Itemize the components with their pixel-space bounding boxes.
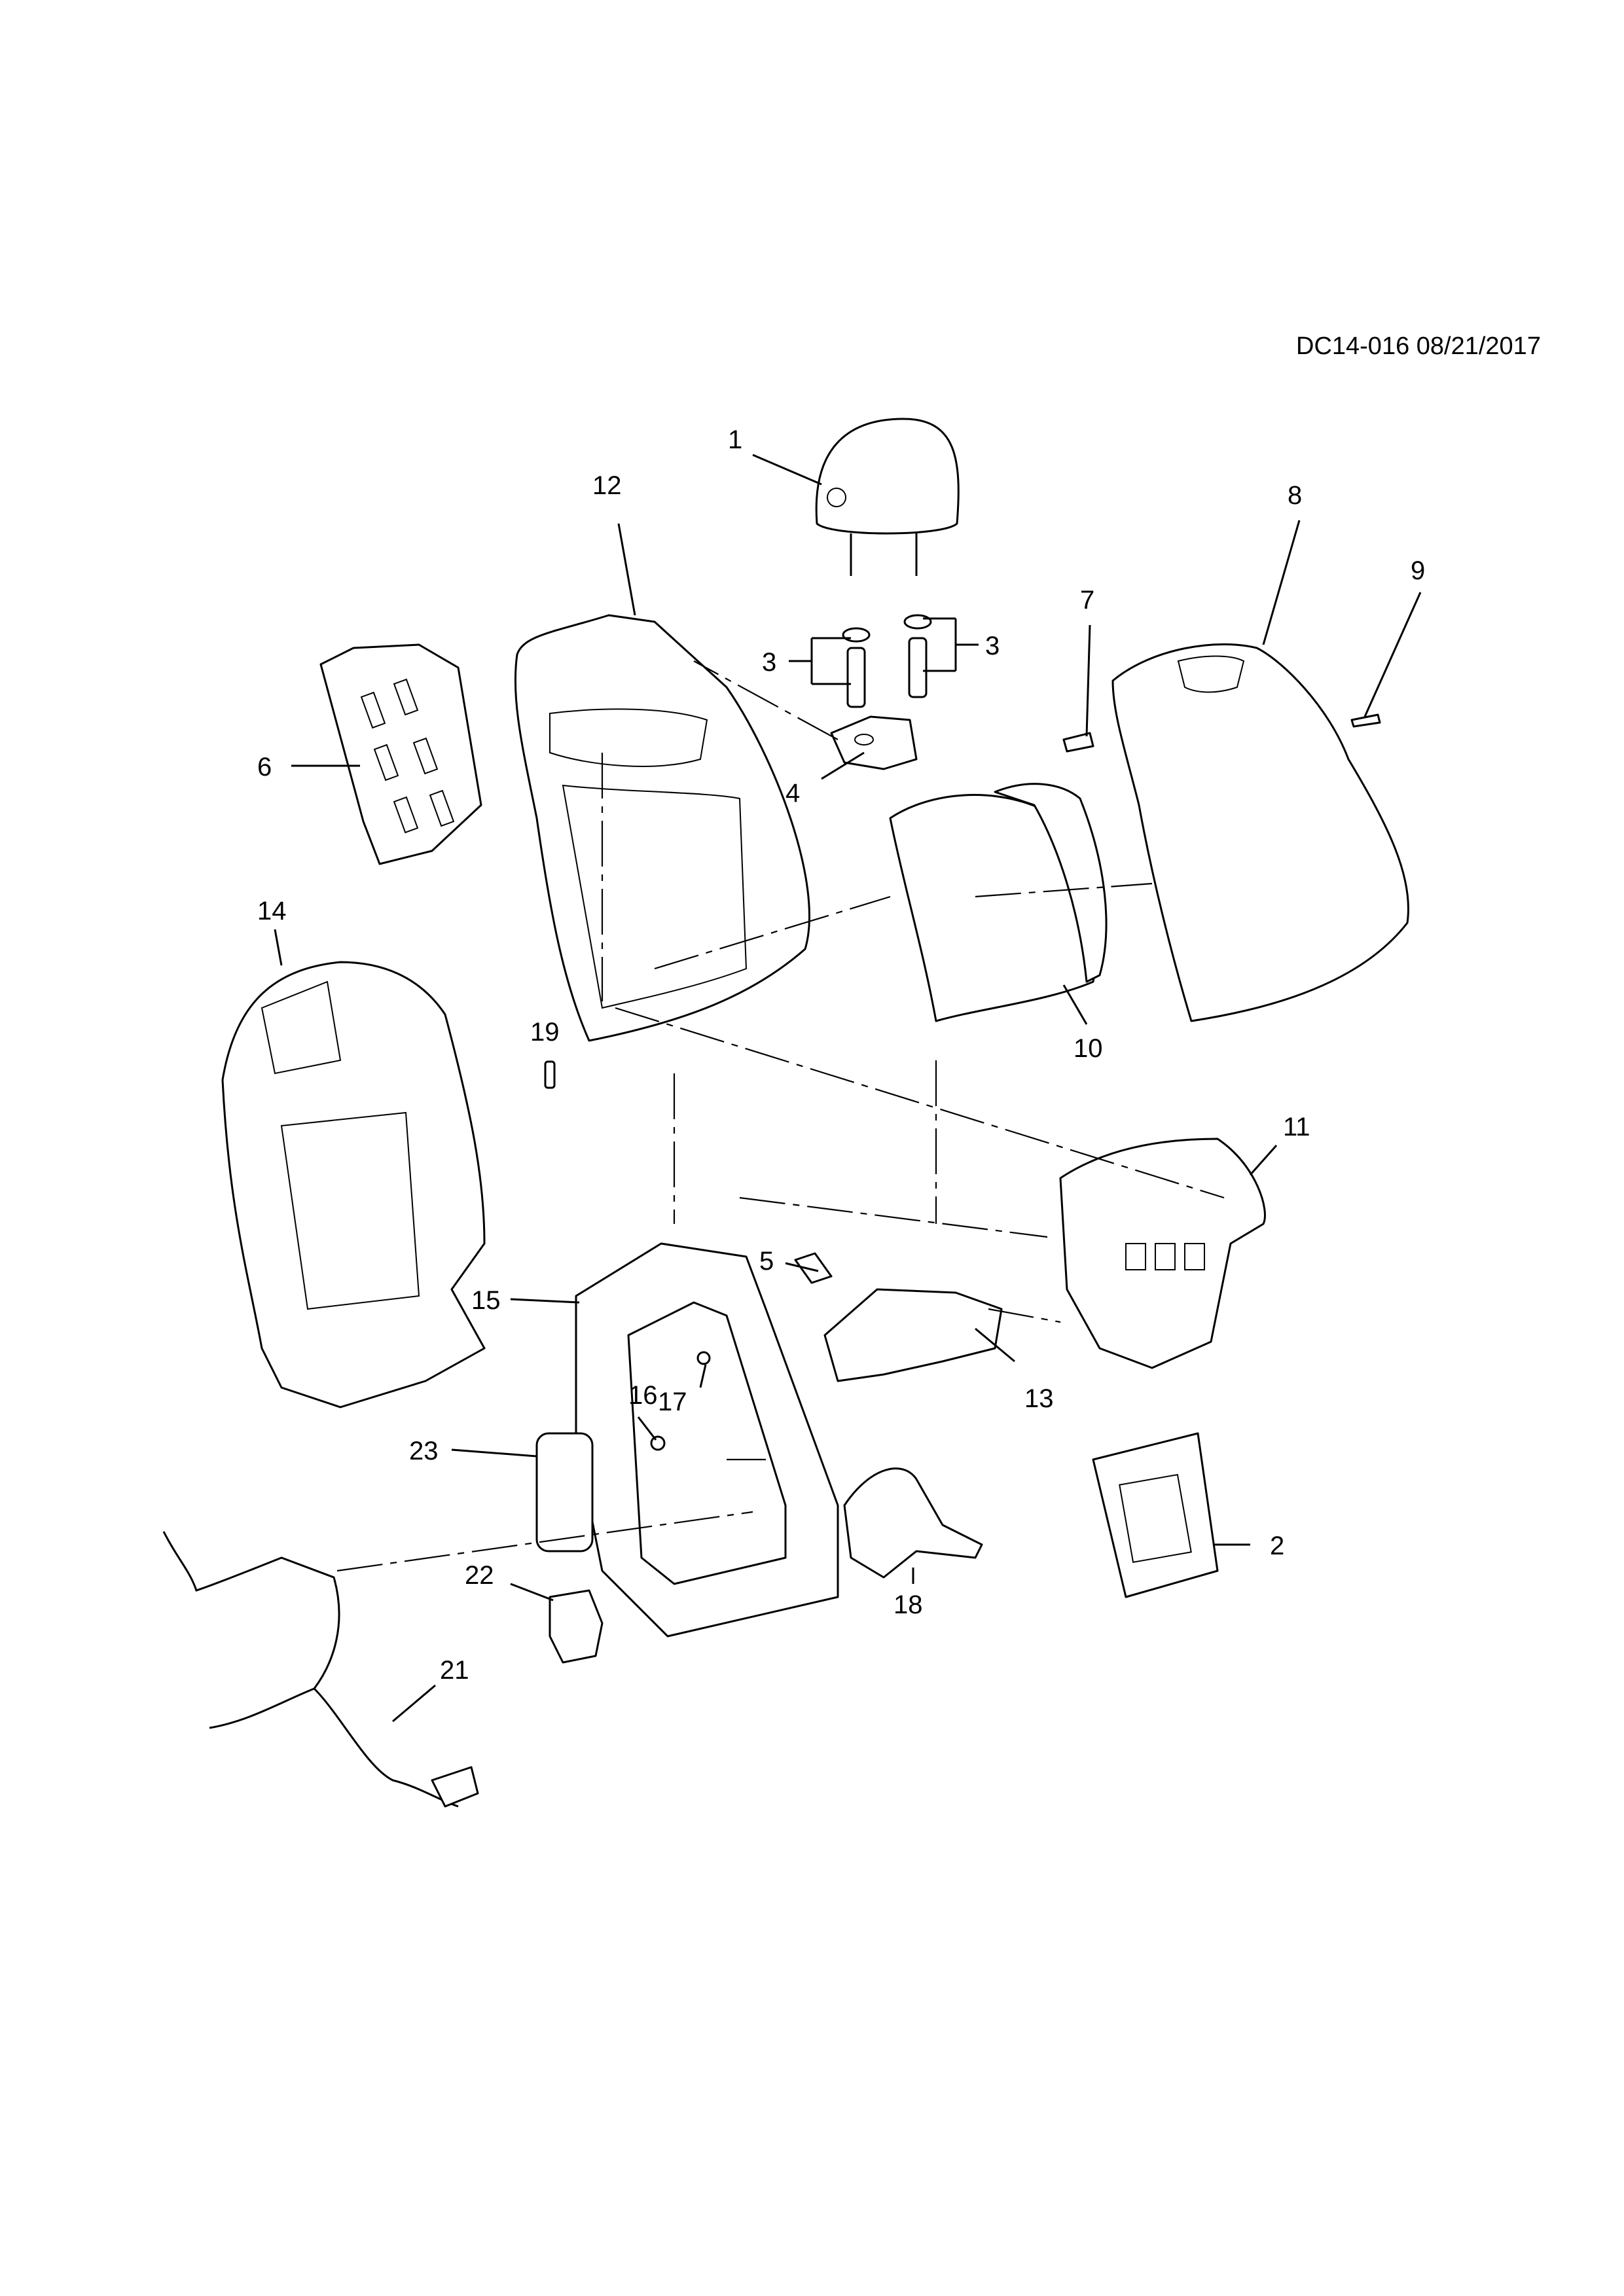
callout-9: 9 — [1411, 556, 1425, 585]
callout-12: 12 — [592, 471, 622, 500]
leader-lines — [274, 454, 1422, 1723]
callout-13: 13 — [1024, 1384, 1054, 1413]
part-fastener — [544, 1060, 556, 1089]
callout-3-right: 3 — [985, 632, 1000, 660]
callout-4: 4 — [785, 779, 800, 808]
callout-19: 19 — [530, 1018, 560, 1047]
callout-2: 2 — [1270, 1532, 1284, 1560]
callout-23: 23 — [409, 1437, 439, 1465]
callout-15: 15 — [471, 1286, 501, 1315]
part-pad-heater — [889, 783, 1108, 1022]
part-headrest — [815, 418, 960, 576]
callout-6: 6 — [257, 753, 272, 781]
callout-1: 1 — [728, 425, 742, 454]
part-rear-panel — [1059, 1138, 1266, 1369]
callout-8: 8 — [1288, 481, 1302, 510]
part-connector — [794, 1252, 833, 1284]
part-side-pad — [535, 1432, 594, 1552]
callout-3-left: 3 — [762, 648, 776, 677]
callout-labels: 1 2 3 3 4 5 6 7 8 9 10 11 12 13 14 15 16… — [257, 425, 1425, 1685]
part-bracket — [830, 715, 918, 770]
callout-17: 17 — [658, 1388, 687, 1416]
part-seatback-cover — [1111, 643, 1410, 1022]
callout-21: 21 — [440, 1656, 469, 1685]
part-lumbar-panel — [319, 643, 482, 865]
callout-10: 10 — [1074, 1034, 1103, 1063]
callout-14: 14 — [257, 897, 287, 925]
callout-5: 5 — [759, 1247, 774, 1276]
callout-22: 22 — [465, 1561, 494, 1590]
part-headrest-guides — [842, 614, 932, 708]
part-screw — [650, 1435, 666, 1451]
part-frame — [575, 1242, 839, 1638]
part-seatback-pad — [514, 614, 810, 1042]
part-recliner-cover — [843, 1467, 983, 1579]
part-module — [823, 1288, 1003, 1382]
callout-16: 16 — [628, 1381, 658, 1410]
callout-11: 11 — [1283, 1113, 1310, 1141]
callout-18: 18 — [893, 1590, 923, 1619]
callout-7: 7 — [1080, 586, 1094, 615]
part-tie — [1350, 713, 1381, 728]
part-seatback-panel — [221, 961, 486, 1408]
part-clip — [1062, 732, 1094, 753]
part-actuator — [549, 1589, 604, 1664]
part-nut — [696, 1351, 711, 1365]
part-control-module — [1092, 1432, 1219, 1598]
routing-lines — [336, 660, 1225, 1572]
part-wiring-harness — [162, 1531, 479, 1808]
document-reference: DC14-016 08/21/2017 — [1296, 332, 1541, 360]
